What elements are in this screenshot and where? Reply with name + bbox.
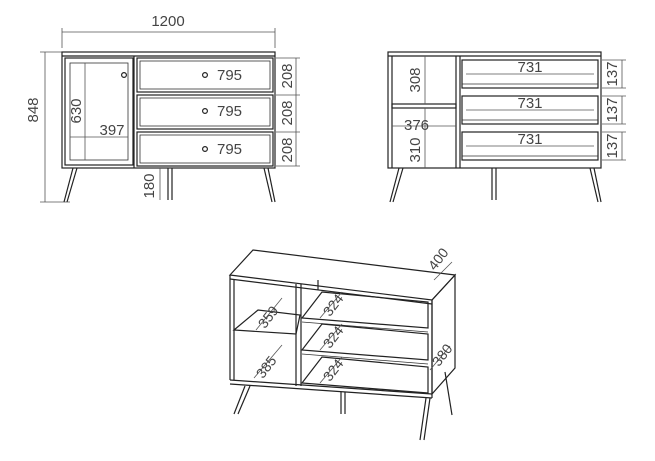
iso-drawer-depth-dim-3 (319, 356, 343, 384)
drawer-width-label-3: 795 (217, 141, 242, 158)
iso-bottom-front-2 (229, 383, 433, 399)
drawer-inner-width-label-2: 731 (517, 95, 542, 112)
drawer-panel-1 (139, 60, 271, 90)
height-label: 848 (25, 97, 42, 122)
open-leg-left (389, 167, 400, 203)
drawer-height-label-1: 208 (279, 63, 296, 88)
drawer-width-label-2: 795 (217, 103, 242, 120)
iso-leg-front-left (233, 385, 246, 415)
door-height-label: 630 (68, 98, 85, 123)
open-shelf (391, 103, 457, 109)
door-glass (69, 62, 129, 161)
open-cabinet-body (387, 51, 602, 169)
iso-drawer-depth-label-3: 324 (320, 356, 347, 384)
iso-drawer-3 (300, 356, 429, 394)
drawer-knob-icon (202, 107, 209, 114)
iso-view: 359 385 324 324 324 400 380 (228, 245, 457, 441)
drawer-inner-height-label-2: 137 (604, 97, 621, 122)
iso-leg-back-right (444, 371, 453, 416)
iso-inner-depth-label: 380 (429, 341, 456, 369)
iso-drawer-2 (300, 323, 429, 361)
open-drawer-2 (461, 95, 599, 125)
open-leg-right-inner (593, 167, 602, 203)
shelf-top-label: 308 (407, 67, 424, 92)
open-drawer-1 (461, 59, 599, 89)
drawer-inner-width-label-3: 731 (517, 131, 542, 148)
leg-height-label: 180 (141, 173, 158, 198)
iso-depth-label: 400 (425, 245, 452, 273)
iso-shelf-bottom-depth-label: 385 (253, 353, 280, 381)
leg-left (63, 167, 74, 203)
drawer-front-2 (136, 94, 274, 130)
drawer-front-1 (136, 57, 274, 93)
leg-right-inner (267, 167, 276, 203)
iso-drawer-1 (300, 291, 429, 329)
shelf-width-label: 376 (404, 117, 429, 134)
iso-leg-front-right (419, 397, 427, 441)
iso-top-edge (229, 278, 433, 305)
drawer-panel-3 (139, 134, 271, 164)
iso-drawer-2-front (301, 353, 429, 365)
iso-leg-front-left-inner (237, 385, 251, 415)
drawer-height-label-3: 208 (279, 137, 296, 162)
iso-drawer-depth-dim-1 (319, 291, 343, 319)
width-label: 1200 (151, 13, 184, 30)
iso-right-side (431, 273, 456, 396)
drawer-inner-height-label-1: 137 (604, 61, 621, 86)
drawer-knob-icon (202, 71, 209, 78)
drawer-width-label-1: 795 (217, 67, 242, 84)
drawer-front-3 (136, 131, 274, 167)
leg-right (263, 167, 273, 203)
drawer-inner-width-label-1: 731 (517, 59, 542, 76)
iso-shelf-bottom-depth-dim (253, 344, 283, 379)
shelf-bottom-label: 310 (407, 137, 424, 162)
door-frame (64, 57, 134, 166)
iso-drawer-depth-label-2: 324 (320, 323, 347, 351)
iso-left-shelf (232, 309, 301, 335)
drawer-panel-2 (139, 97, 271, 127)
cabinet-body (61, 51, 276, 169)
open-leg-left-inner (392, 167, 404, 203)
iso-leg-front-right-inner (423, 397, 431, 441)
iso-bottom-front (229, 379, 433, 395)
door-knob-icon (120, 71, 127, 78)
door-width-label: 397 (99, 122, 124, 139)
open-drawer-3 (461, 131, 599, 161)
drawer-knob-icon (202, 146, 209, 153)
open-view: 308 310 376 731 731 731 137 137 137 (387, 51, 626, 203)
front-view: 1200 848 630 397 795 795 795 (25, 13, 300, 203)
drawer-height-label-2: 208 (279, 100, 296, 125)
drawer-inner-height-label-3: 137 (604, 133, 621, 158)
iso-drawer-depth-dim-2 (319, 323, 343, 351)
iso-inner-depth-dim (429, 345, 451, 371)
iso-shelf-top-depth-dim (255, 297, 283, 331)
open-leg-right (589, 167, 599, 203)
iso-drawer-depth-label-1: 324 (320, 291, 347, 319)
iso-depth-dim (433, 261, 453, 281)
leg-left-inner (66, 167, 78, 203)
